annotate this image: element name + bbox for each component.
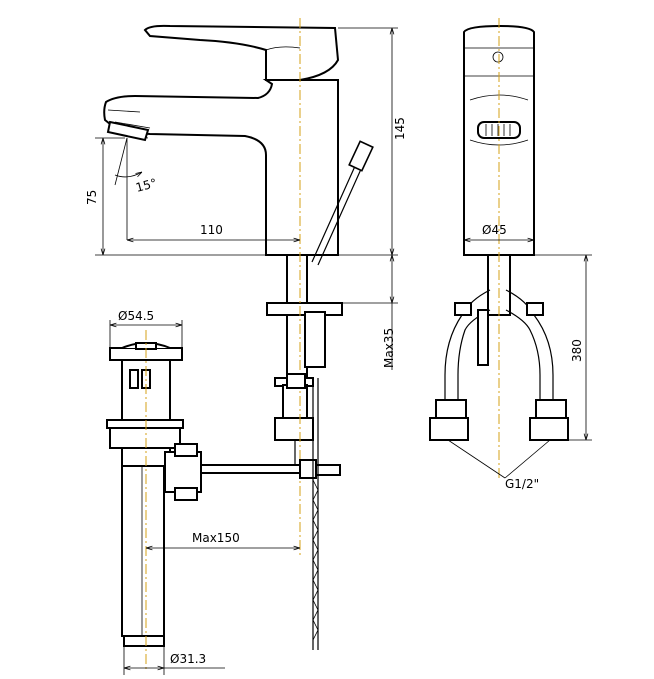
side-view-faucet <box>103 24 374 470</box>
dim-height-145: 145 <box>393 117 407 140</box>
dim-max35: Max35 <box>382 328 396 368</box>
side-view-dimensions: 145 75 15° 110 Max35 <box>85 27 407 370</box>
dim-height-75: 75 <box>85 190 99 205</box>
waste-assembly <box>106 342 341 650</box>
dim-length-380: 380 <box>570 339 584 362</box>
dim-diameter-545: Ø54.5 <box>118 309 154 323</box>
lever-handle <box>143 24 340 81</box>
dim-angle-15: 15° <box>134 176 158 195</box>
faucet-body <box>103 79 339 256</box>
dim-max150: Max150 <box>192 531 240 545</box>
front-view-dimensions: Ø45 380 G1/2" <box>447 223 592 491</box>
dim-connection-g12: G1/2" <box>505 477 539 491</box>
popup-rod <box>311 154 367 266</box>
dim-diameter-313: Ø31.3 <box>170 652 206 666</box>
dim-diameter-45: Ø45 <box>482 223 507 237</box>
waste-dimensions: Ø54.5 Max150 Ø31.3 <box>109 309 300 675</box>
dim-reach-110: 110 <box>200 223 223 237</box>
